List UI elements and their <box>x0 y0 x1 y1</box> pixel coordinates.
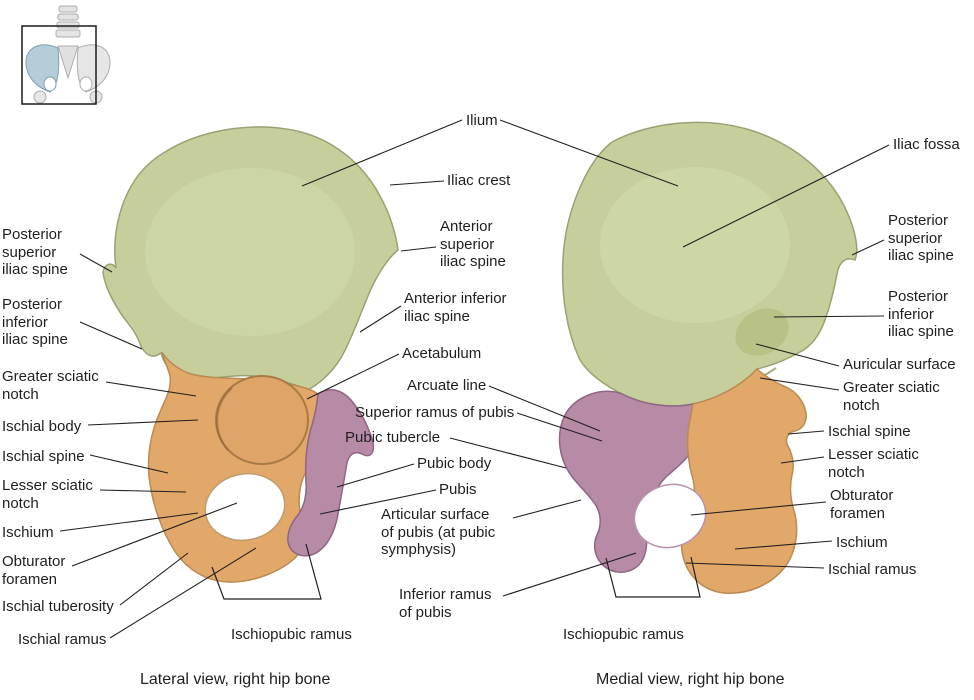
leader-ischial-tuberosity <box>119 552 189 606</box>
label-ischiopubic-ramus-lateral: Ischiopubic ramus <box>231 626 352 643</box>
leader-lines <box>59 119 890 639</box>
leader-lesser-sciatic-notch-medial <box>780 456 825 464</box>
bracket-ischiopubic-ramus-lateral <box>211 543 322 600</box>
label-superior-ramus-of-pubis: Superior ramus of pubis <box>355 404 515 421</box>
inset-sacrum <box>57 45 79 80</box>
inset-obturator-hole <box>79 76 93 92</box>
inset-obturator-hole <box>43 76 57 92</box>
leader-obturator-foramen-medial <box>690 501 827 516</box>
label-pubis: Pubis <box>439 481 477 498</box>
label-ischial-body: Ischial body <box>2 418 82 435</box>
label-posterior-inferior-iliac-spine-lateral: Posterior inferior iliac spine <box>2 296 68 349</box>
inset-vertebra <box>56 21 80 29</box>
label-posterior-superior-iliac-spine-medial: Posterior superior iliac spine <box>888 212 954 265</box>
label-ischium-medial: Ischium <box>836 534 888 551</box>
caption-medial-view: Medial view, right hip bone <box>596 671 785 688</box>
medial-ischium-shape <box>680 367 807 594</box>
leader-superior-ramus-of-pubis <box>516 412 603 442</box>
leader-piis-medial <box>773 315 885 318</box>
medial-view-bone <box>558 121 858 594</box>
label-obturator-foramen-medial: Obturator foramen <box>830 487 894 522</box>
leader-iliac-crest <box>389 180 445 186</box>
leader-iliac-fossa <box>682 144 890 248</box>
leader-greater-sciatic-notch-medial <box>759 377 840 391</box>
leader-ischial-body <box>87 419 199 426</box>
leader-ilium-to-medial <box>499 119 679 187</box>
leader-ischial-ramus-lateral <box>109 547 257 639</box>
label-lesser-sciatic-notch-medial: Lesser sciatic notch <box>828 446 919 481</box>
label-pubic-tubercle: Pubic tubercle <box>345 429 441 446</box>
leader-ischial-spine-lateral <box>89 454 169 474</box>
label-ischial-ramus-lateral: Ischial ramus <box>18 631 107 648</box>
label-lesser-sciatic-notch-lateral: Lesser sciatic notch <box>2 477 93 512</box>
inset-vertebra <box>58 5 78 13</box>
label-ischial-spine-medial: Ischial spine <box>828 423 911 440</box>
inset-vertebra <box>55 29 81 38</box>
label-iliac-fossa: Iliac fossa <box>893 136 960 153</box>
label-ischium-lateral: Ischium <box>2 524 54 541</box>
label-acetabulum: Acetabulum <box>402 345 482 362</box>
label-obturator-foramen-lateral: Obturator foramen <box>2 553 66 588</box>
label-greater-sciatic-notch-lateral: Greater sciatic notch <box>2 368 99 403</box>
lateral-view-bone <box>102 126 399 583</box>
inset-pelvis-locator <box>21 5 111 105</box>
leader-ischial-ramus-medial <box>685 562 825 569</box>
leader-obturator-foramen-lateral <box>71 502 238 567</box>
label-articular-surface-of-pubis: Articular surface of pubis (at pubic sym… <box>381 506 496 559</box>
inset-femur-head <box>33 90 47 104</box>
leader-arcuate-line <box>488 385 601 432</box>
leader-psis-medial <box>851 239 885 256</box>
label-inferior-ramus-of-pubis: Inferior ramus of pubis <box>399 586 492 621</box>
lateral-acetabulum-rim-line <box>216 387 233 451</box>
bracket-ischiopubic-ramus-medial <box>605 556 701 598</box>
label-ischial-spine-lateral: Ischial spine <box>2 448 85 465</box>
label-anterior-superior-iliac-spine: Anterior superior iliac spine <box>440 218 506 271</box>
leader-inferior-ramus-of-pubis <box>502 552 637 597</box>
leader-lesser-sciatic-notch-lateral <box>99 489 187 493</box>
label-greater-sciatic-notch-medial: Greater sciatic notch <box>843 379 940 414</box>
label-ilium: Ilium <box>466 112 498 129</box>
lateral-acetabulum-shape <box>215 375 309 465</box>
inset-vertebra <box>57 13 79 21</box>
medial-iliac-fossa-shading <box>600 167 790 323</box>
caption-lateral-view: Lateral view, right hip bone <box>140 671 331 688</box>
leader-ilium-to-lateral <box>301 119 463 187</box>
leader-asis <box>400 246 437 252</box>
label-pubic-body: Pubic body <box>417 455 492 472</box>
leader-ischium-medial <box>734 540 833 550</box>
medial-obturator-foramen-shape <box>633 483 707 549</box>
leader-ischium-lateral <box>59 512 199 532</box>
leader-psis-lateral <box>79 253 113 273</box>
label-iliac-crest: Iliac crest <box>447 172 511 189</box>
label-arcuate-line: Arcuate line <box>407 377 487 394</box>
label-posterior-inferior-iliac-spine-medial: Posterior inferior iliac spine <box>888 288 954 341</box>
leader-ischial-spine-medial <box>787 430 825 435</box>
medial-auricular-surface-shape <box>735 308 789 356</box>
leader-articular-surface <box>512 499 582 519</box>
label-ischial-ramus-medial: Ischial ramus <box>828 561 917 578</box>
leader-aiis <box>359 305 402 333</box>
leader-greater-sciatic-notch-lateral <box>105 381 197 397</box>
label-auricular-surface: Auricular surface <box>843 356 956 373</box>
leader-acetabulum <box>306 353 400 400</box>
label-ischiopubic-ramus-medial: Ischiopubic ramus <box>563 626 684 643</box>
leader-piis-lateral <box>79 321 143 350</box>
inset-highlight-box <box>21 25 97 105</box>
label-anterior-inferior-iliac-spine: Anterior inferior iliac spine <box>404 290 507 325</box>
leader-auricular-surface <box>755 343 840 367</box>
leader-pubis <box>319 489 437 515</box>
label-ischial-tuberosity: Ischial tuberosity <box>2 598 114 615</box>
label-posterior-superior-iliac-spine-lateral: Posterior superior iliac spine <box>2 226 68 279</box>
leader-pubic-body <box>336 463 415 488</box>
lateral-iliac-wing-shading <box>145 168 355 336</box>
leader-pubic-tubercle <box>449 437 567 469</box>
lateral-pubis-shape <box>287 388 375 557</box>
